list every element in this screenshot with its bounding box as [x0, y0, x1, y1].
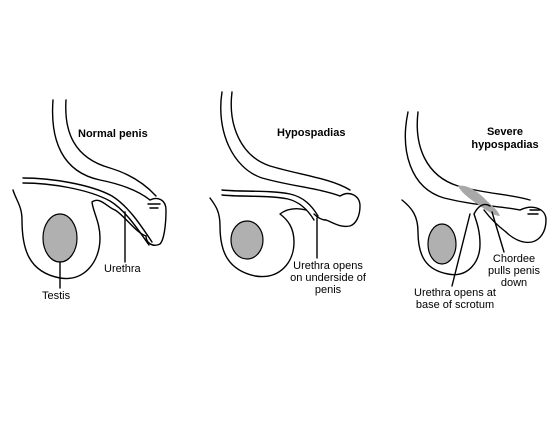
hypo-shaft-top: [230, 91, 351, 191]
severe-body-outline: [404, 111, 521, 211]
normal-glans: [145, 197, 167, 246]
normal-testis: [42, 213, 78, 263]
hypospadias-title: Hypospadias: [277, 127, 346, 139]
hypo-penis-underside: [313, 213, 327, 221]
urethra-opens-base-label: Urethra opens at base of scrotum: [414, 287, 496, 311]
hypo-body-outline: [220, 91, 341, 197]
normal-body-outline: [51, 99, 151, 201]
normal-glans-tip: [147, 203, 161, 209]
chordee-leader: [491, 211, 505, 253]
severe-hypospadias-drawing: [401, 111, 547, 287]
hypo-urethra-line-1: [221, 189, 319, 217]
urethra-base-leader: [451, 213, 471, 287]
severe-shaft-top: [416, 111, 531, 201]
severe-glans-tip: [527, 209, 541, 215]
urethra-opens-underside-label: Urethra opens on underside of penis: [290, 260, 366, 296]
severe-glans: [505, 206, 547, 244]
normal-penis-title: Normal penis: [78, 128, 148, 140]
hypo-testis: [230, 220, 264, 260]
urethra-label: Urethra: [104, 263, 141, 275]
normal-penis-underside: [114, 209, 147, 237]
hypo-urethra-line-2: [221, 194, 315, 221]
normal-shaft-top: [65, 99, 157, 197]
chordee-label: Chordee pulls penis down: [488, 253, 540, 289]
normal-scrotum: [12, 189, 116, 280]
normal-urethra-line-1: [22, 177, 153, 243]
severe-chordee: [458, 185, 500, 216]
testis-label: Testis: [42, 290, 71, 302]
hypospadias-drawing: [209, 91, 361, 278]
normal-urethra-line-2: [22, 182, 150, 246]
severe-hypospadias-title: Severe hypospadias: [471, 126, 539, 151]
hypo-glans: [325, 192, 361, 228]
normal-penis-drawing: [12, 99, 167, 289]
severe-testis: [427, 223, 457, 265]
hypo-scrotum: [209, 197, 307, 278]
severe-scrotum: [401, 199, 491, 276]
